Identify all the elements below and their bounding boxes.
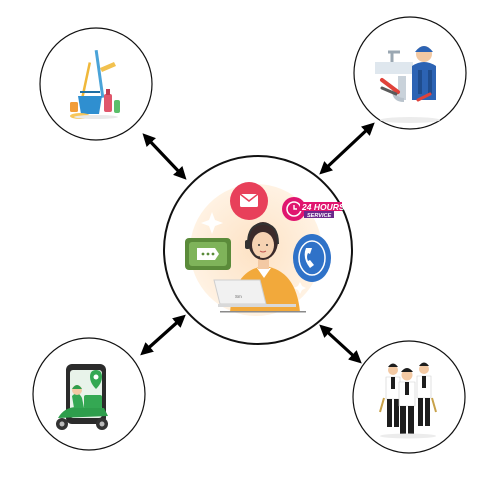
plumbing-node — [353, 16, 467, 130]
cleaning-node — [39, 27, 153, 141]
24-hours-service-badge: 24 HOURS SERVICE — [282, 197, 345, 221]
arrow-hub-plumbing — [319, 122, 375, 175]
chat-bubble-icon — [185, 238, 231, 270]
security-guards-icon — [379, 362, 437, 439]
delivery-node — [32, 337, 146, 451]
cleaning-supplies-icon — [70, 49, 120, 119]
customer-support-agent-icon: 24 HOURS SERVICE — [185, 182, 345, 316]
arrow-hub-cleaning — [142, 133, 187, 180]
badge-line1: 24 HOURS — [301, 202, 345, 212]
laptop-icon: Sm — [213, 279, 306, 313]
arrow-hub-security — [319, 324, 362, 364]
email-bubble-icon — [230, 182, 268, 220]
security-node — [352, 340, 466, 454]
arrow-hub-delivery — [140, 314, 186, 356]
phone-bubble-icon — [293, 234, 331, 282]
plumber-repair-icon — [375, 46, 440, 123]
badge-line2: SERVICE — [307, 213, 331, 219]
hub-node: 24 HOURS SERVICE — [163, 155, 353, 345]
laptop-text: Sm — [235, 294, 242, 299]
delivery-scooter-icon — [56, 364, 108, 430]
